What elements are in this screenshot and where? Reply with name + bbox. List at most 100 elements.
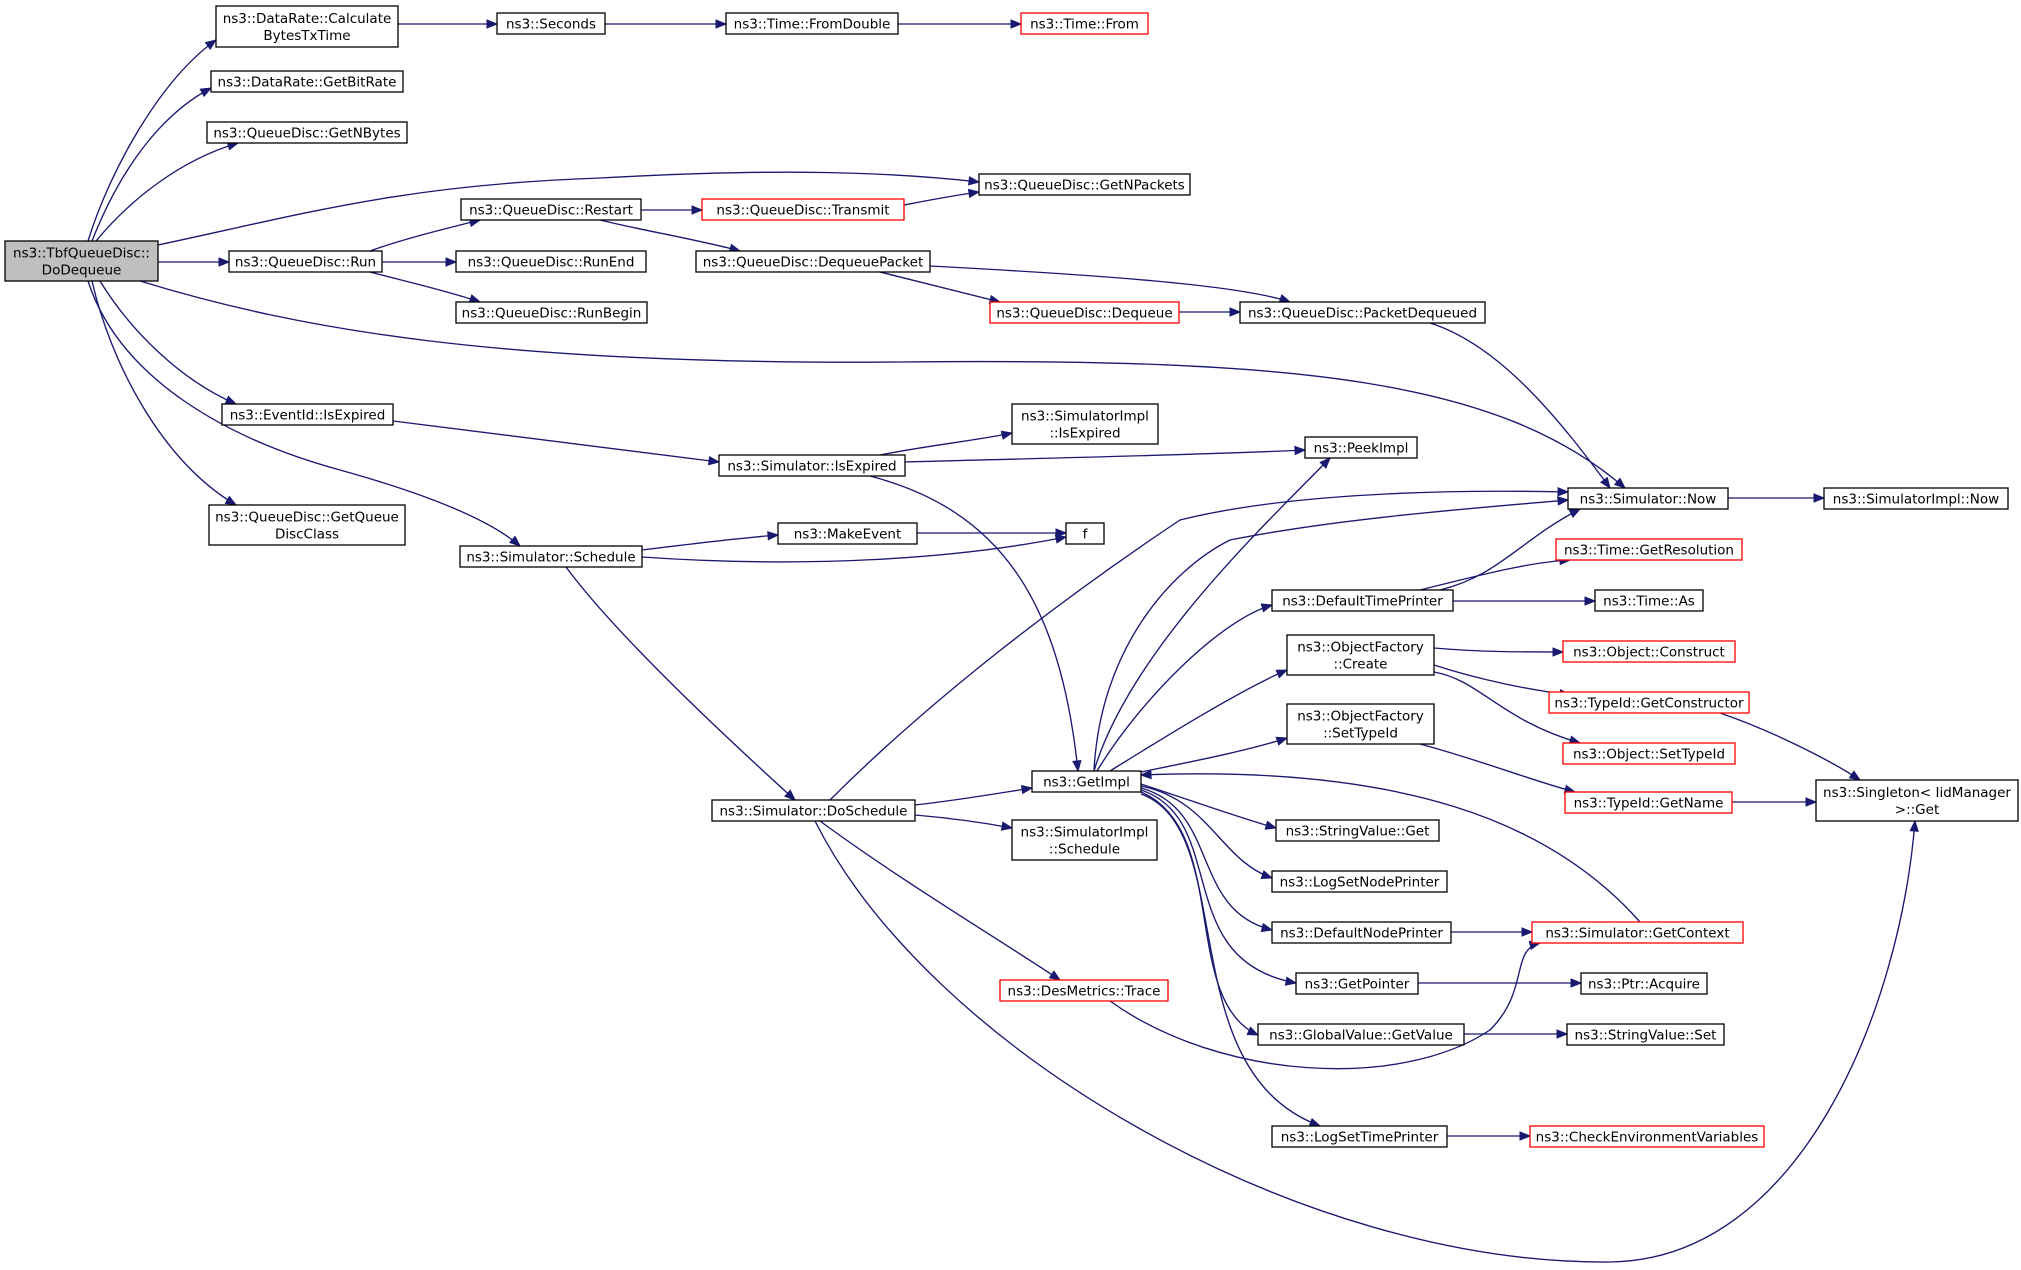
node-simIsExpired[interactable]: ns3::Simulator::IsExpired (718, 454, 906, 477)
node-box-getImpl[interactable] (1031, 770, 1142, 793)
node-box-globalGetValue[interactable] (1257, 1023, 1465, 1046)
node-box-run[interactable] (228, 250, 383, 273)
node-box-packetDequeued[interactable] (1239, 301, 1486, 324)
node-box-makeEvent[interactable] (777, 522, 918, 545)
node-getConstructor[interactable]: ns3::TypeId::GetConstructor (1548, 691, 1750, 714)
node-box-f[interactable] (1065, 522, 1105, 545)
node-defaultNodePrinter[interactable]: ns3::DefaultNodePrinter (1271, 921, 1452, 944)
node-box-simIsExpired[interactable] (718, 454, 906, 477)
node-box-singletonGet[interactable] (1815, 779, 2019, 822)
node-simImplIsExpired[interactable]: ns3::SimulatorImpl::IsExpired (1011, 403, 1159, 445)
node-box-typeIdGetName[interactable] (1564, 791, 1733, 814)
node-box-getContext[interactable] (1531, 921, 1744, 944)
node-run[interactable]: ns3::QueueDisc::Run (228, 250, 383, 273)
node-f[interactable]: f (1065, 522, 1105, 545)
node-isExpired[interactable]: ns3::EventId::IsExpired (221, 403, 394, 426)
node-getPointer[interactable]: ns3::GetPointer (1295, 972, 1419, 995)
node-box-getQueueDiscClass[interactable] (208, 504, 406, 546)
node-stringValueGet[interactable]: ns3::StringValue::Get (1275, 819, 1440, 842)
node-schedule[interactable]: ns3::Simulator::Schedule (459, 545, 643, 568)
node-box-simNow[interactable] (1567, 487, 1729, 510)
node-ptrAcquire[interactable]: ns3::Ptr::Acquire (1580, 972, 1708, 995)
node-getResolution[interactable]: ns3::Time::GetResolution (1555, 538, 1743, 561)
node-getImpl[interactable]: ns3::GetImpl (1031, 770, 1142, 793)
node-checkEnv[interactable]: ns3::CheckEnvironmentVariables (1529, 1125, 1765, 1148)
node-runBegin[interactable]: ns3::QueueDisc::RunBegin (455, 301, 648, 324)
node-box-ptrAcquire[interactable] (1580, 972, 1708, 995)
node-box-defaultTimePrinter[interactable] (1271, 589, 1454, 612)
node-box-runEnd[interactable] (455, 250, 647, 273)
node-box-timeFrom[interactable] (1020, 12, 1149, 35)
node-box-objConstruct[interactable] (1562, 640, 1736, 663)
node-dequeuePacket[interactable]: ns3::QueueDisc::DequeuePacket (695, 250, 931, 273)
node-box-simImplSchedule[interactable] (1011, 819, 1158, 861)
node-getNBytes[interactable]: ns3::QueueDisc::GetNBytes (206, 121, 408, 144)
node-box-peekImpl[interactable] (1304, 436, 1418, 459)
node-box-doSchedule[interactable] (711, 799, 916, 822)
node-box-desTrace[interactable] (999, 979, 1169, 1002)
node-timeAs[interactable]: ns3::Time::As (1594, 589, 1704, 612)
node-box-simImplNow[interactable] (1823, 487, 2009, 510)
node-box-stringValueSet[interactable] (1566, 1023, 1725, 1046)
node-runEnd[interactable]: ns3::QueueDisc::RunEnd (455, 250, 647, 273)
node-box-simImplIsExpired[interactable] (1011, 403, 1159, 445)
node-seconds[interactable]: ns3::Seconds (496, 12, 606, 35)
node-box-getConstructor[interactable] (1548, 691, 1750, 714)
node-box-restart[interactable] (460, 198, 642, 221)
node-transmit[interactable]: ns3::QueueDisc::Transmit (701, 198, 905, 221)
node-box-stringValueGet[interactable] (1275, 819, 1440, 842)
node-box-runBegin[interactable] (455, 301, 648, 324)
node-simImplNow[interactable]: ns3::SimulatorImpl::Now (1823, 487, 2009, 510)
node-simImplSchedule[interactable]: ns3::SimulatorImpl::Schedule (1011, 819, 1158, 861)
node-box-defaultNodePrinter[interactable] (1271, 921, 1452, 944)
node-box-getNPackets[interactable] (978, 173, 1191, 196)
node-box-seconds[interactable] (496, 12, 606, 35)
node-packetDequeued[interactable]: ns3::QueueDisc::PacketDequeued (1239, 301, 1486, 324)
node-doSchedule[interactable]: ns3::Simulator::DoSchedule (711, 799, 916, 822)
node-box-transmit[interactable] (701, 198, 905, 221)
node-box-ofCreate[interactable] (1286, 634, 1435, 676)
node-typeIdGetName[interactable]: ns3::TypeId::GetName (1564, 791, 1733, 814)
node-box-getResolution[interactable] (1555, 538, 1743, 561)
node-simNow[interactable]: ns3::Simulator::Now (1567, 487, 1729, 510)
node-box-schedule[interactable] (459, 545, 643, 568)
node-logSetTimePrinter[interactable]: ns3::LogSetTimePrinter (1271, 1125, 1448, 1148)
node-timeFrom[interactable]: ns3::Time::From (1020, 12, 1149, 35)
node-singletonGet[interactable]: ns3::Singleton< IidManager >::Get (1815, 779, 2019, 822)
node-box-calcBytes[interactable] (215, 5, 399, 48)
node-objConstruct[interactable]: ns3::Object::Construct (1562, 640, 1736, 663)
node-box-getBitRate[interactable] (210, 70, 404, 93)
node-box-logSetNodePrinter[interactable] (1271, 870, 1448, 893)
node-makeEvent[interactable]: ns3::MakeEvent (777, 522, 918, 545)
node-box-isExpired[interactable] (221, 403, 394, 426)
node-box-root[interactable] (4, 240, 159, 282)
node-desTrace[interactable]: ns3::DesMetrics::Trace (999, 979, 1169, 1002)
node-peekImpl[interactable]: ns3::PeekImpl (1304, 436, 1418, 459)
node-defaultTimePrinter[interactable]: ns3::DefaultTimePrinter (1271, 589, 1454, 612)
node-box-fromDouble[interactable] (725, 12, 899, 35)
node-box-dequeuePacket[interactable] (695, 250, 931, 273)
node-restart[interactable]: ns3::QueueDisc::Restart (460, 198, 642, 221)
node-box-getNBytes[interactable] (206, 121, 408, 144)
node-box-dequeue[interactable] (989, 301, 1180, 324)
node-dequeue[interactable]: ns3::QueueDisc::Dequeue (989, 301, 1180, 324)
node-box-checkEnv[interactable] (1529, 1125, 1765, 1148)
node-fromDouble[interactable]: ns3::Time::FromDouble (725, 12, 899, 35)
node-box-timeAs[interactable] (1594, 589, 1704, 612)
node-box-objSetTypeId[interactable] (1562, 742, 1736, 765)
node-box-ofSetTypeId[interactable] (1286, 703, 1435, 745)
node-stringValueSet[interactable]: ns3::StringValue::Set (1566, 1023, 1725, 1046)
node-ofCreate[interactable]: ns3::ObjectFactory::Create (1286, 634, 1435, 676)
node-objSetTypeId[interactable]: ns3::Object::SetTypeId (1562, 742, 1736, 765)
node-ofSetTypeId[interactable]: ns3::ObjectFactory::SetTypeId (1286, 703, 1435, 745)
node-globalGetValue[interactable]: ns3::GlobalValue::GetValue (1257, 1023, 1465, 1046)
node-getNPackets[interactable]: ns3::QueueDisc::GetNPackets (978, 173, 1191, 196)
node-box-getPointer[interactable] (1295, 972, 1419, 995)
node-logSetNodePrinter[interactable]: ns3::LogSetNodePrinter (1271, 870, 1448, 893)
node-getBitRate[interactable]: ns3::DataRate::GetBitRate (210, 70, 404, 93)
node-getContext[interactable]: ns3::Simulator::GetContext (1531, 921, 1744, 944)
node-root[interactable]: ns3::TbfQueueDisc::DoDequeue (4, 240, 159, 282)
node-box-logSetTimePrinter[interactable] (1271, 1125, 1448, 1148)
